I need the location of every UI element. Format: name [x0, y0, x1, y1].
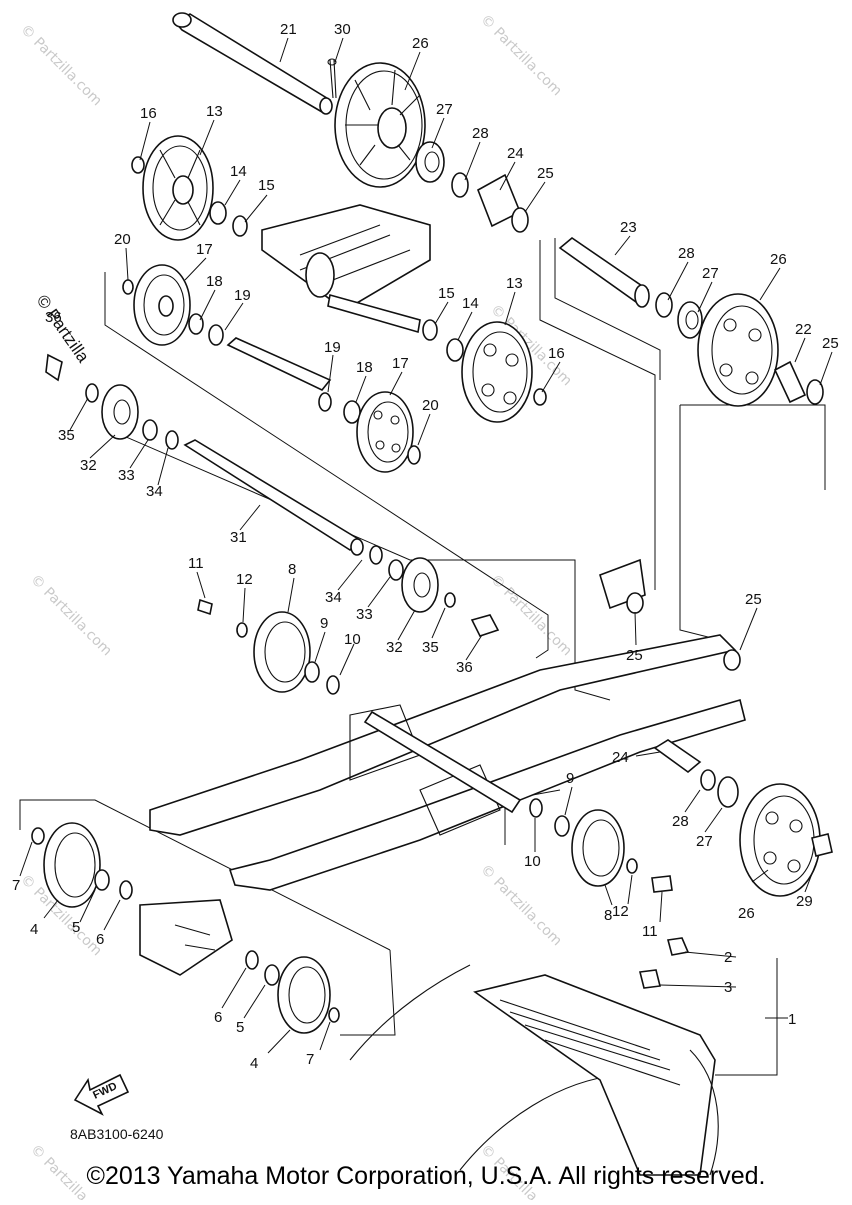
callout-36: 36	[45, 309, 62, 326]
callout-17: 17	[392, 355, 409, 372]
callout-10: 10	[524, 853, 541, 870]
callout-19: 19	[324, 339, 341, 356]
large-wheel-26-right	[697, 293, 824, 407]
wheel-13-right	[422, 319, 547, 423]
callout-7: 7	[306, 1051, 314, 1068]
track	[349, 937, 719, 1176]
mid-wheel-assembly	[197, 545, 500, 695]
lower-right-assembly	[529, 739, 833, 897]
callout-25: 25	[745, 591, 762, 608]
assembly-guide-lines	[19, 238, 826, 1036]
wheel-17-left	[122, 264, 224, 346]
callout-8: 8	[604, 907, 612, 924]
callout-34: 34	[325, 589, 342, 606]
callout-32: 32	[386, 639, 403, 656]
callout-25: 25	[822, 335, 839, 352]
callout-9: 9	[320, 615, 328, 632]
copyright-notice: ©2013 Yamaha Motor Corporation, U.S.A. A…	[86, 1162, 766, 1190]
callout-36: 36	[456, 659, 473, 676]
callout-14: 14	[230, 163, 247, 180]
callout-7: 7	[12, 877, 20, 894]
callout-25: 25	[537, 165, 554, 182]
fwd-arrow-icon: FWD	[73, 1073, 130, 1116]
lower-left-assembly	[31, 822, 340, 1034]
upper-shaft	[172, 12, 333, 115]
callout-28: 28	[472, 125, 489, 142]
callout-33: 33	[118, 467, 135, 484]
callout-30: 30	[334, 21, 351, 38]
callout-14: 14	[462, 295, 479, 312]
callout-27: 27	[702, 265, 719, 282]
callout-25: 25	[626, 647, 643, 664]
callout-5: 5	[236, 1019, 244, 1036]
callout-labels: 21 30 26 16 13 27 28 24 25 14 15 20 17 1…	[12, 21, 839, 1072]
callout-35: 35	[58, 427, 75, 444]
callout-19: 19	[234, 287, 251, 304]
callout-9: 9	[566, 770, 574, 787]
callout-10: 10	[344, 631, 361, 648]
callout-11: 11	[188, 555, 204, 572]
callout-24: 24	[507, 145, 524, 162]
callout-31: 31	[230, 529, 247, 546]
callout-20: 20	[114, 231, 131, 248]
callout-33: 33	[356, 606, 373, 623]
callout-16: 16	[548, 345, 565, 362]
callout-32: 32	[80, 457, 97, 474]
leader-lines	[19, 37, 833, 1076]
callout-21: 21	[280, 21, 297, 38]
callout-11: 11	[642, 923, 658, 940]
callout-34: 34	[146, 483, 163, 500]
callout-18: 18	[356, 359, 373, 376]
large-wheel-top	[334, 62, 426, 188]
callout-15: 15	[258, 177, 275, 194]
watermark-text: © Partzilla.com	[27, 572, 115, 660]
callout-17: 17	[196, 241, 213, 258]
shaft-23	[558, 236, 703, 339]
callout-29: 29	[796, 893, 813, 910]
callout-8: 8	[288, 561, 296, 578]
callout-20: 20	[422, 397, 439, 414]
cotter-pin	[327, 58, 337, 99]
callout-15: 15	[438, 285, 455, 302]
callout-6: 6	[214, 1009, 222, 1026]
callout-24: 24	[612, 749, 629, 766]
callout-6: 6	[96, 931, 104, 948]
callout-27: 27	[436, 101, 453, 118]
watermark-text: © Partzilla.com	[17, 22, 105, 110]
watermark-vertical-text: © Partzilla	[33, 291, 93, 366]
callout-2: 2	[724, 949, 732, 966]
callout-28: 28	[672, 813, 689, 830]
callout-13: 13	[206, 103, 223, 120]
bearing-set-top	[415, 141, 529, 233]
watermark-text: © Partzilla.com	[477, 862, 565, 950]
callout-18: 18	[206, 273, 223, 290]
left-axle-assembly	[45, 353, 364, 556]
watermark-text: © Partzilla.com	[477, 12, 565, 100]
callout-3: 3	[724, 979, 732, 996]
watermark-text: © Partzilla.com	[487, 572, 575, 660]
callout-4: 4	[250, 1055, 258, 1072]
callout-27: 27	[696, 833, 713, 850]
callout-1: 1	[788, 1011, 796, 1028]
callout-26: 26	[738, 905, 755, 922]
callout-26: 26	[412, 35, 429, 52]
callout-12: 12	[236, 571, 253, 588]
callout-12-visible: 12	[612, 903, 629, 920]
callout-5: 5	[72, 919, 80, 936]
diagram-code: 8AB3100-6240	[70, 1126, 164, 1142]
callout-16: 16	[140, 105, 157, 122]
center-bracket	[261, 204, 431, 334]
callout-28: 28	[678, 245, 695, 262]
wheel-13-upper	[131, 135, 248, 241]
callout-26: 26	[770, 251, 787, 268]
callout-35: 35	[422, 639, 439, 656]
callout-4: 4	[30, 921, 38, 938]
slide-rails	[149, 558, 746, 891]
callout-13: 13	[506, 275, 523, 292]
callout-22: 22	[795, 321, 812, 338]
wheel-17-right	[356, 391, 421, 473]
callout-23: 23	[620, 219, 637, 236]
